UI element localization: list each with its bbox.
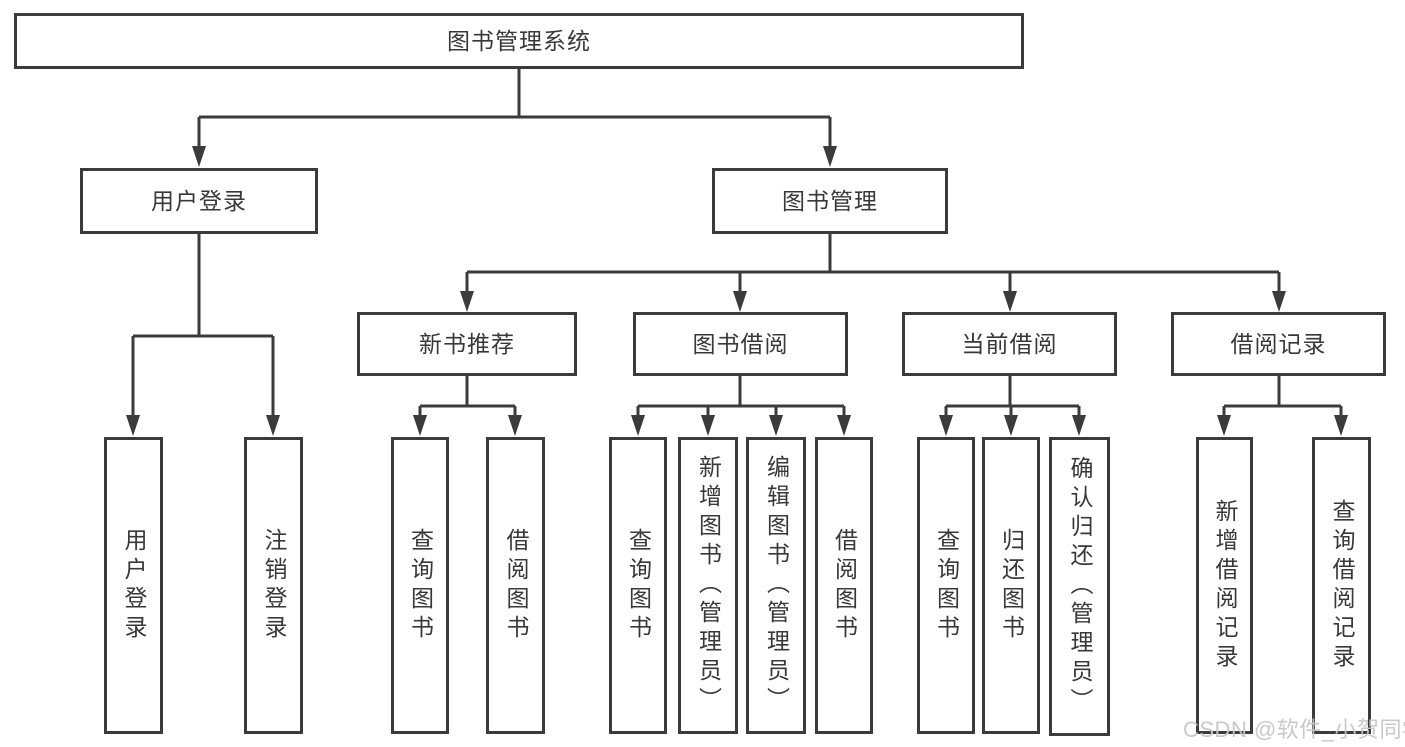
connector-borrowing-records-children	[1217, 376, 1348, 436]
node-borrow-books-recommend: 借阅图书	[486, 437, 545, 734]
node-book-management: 图书管理	[712, 168, 948, 234]
node-return-book: 归还图书	[982, 437, 1040, 734]
node-borrowing-records: 借阅记录	[1171, 312, 1386, 376]
node-query-books-recommend: 查询图书	[391, 437, 449, 734]
node-add-book-admin: 新增图书（管理员）	[678, 437, 738, 734]
node-query-borrow-record: 查询借阅记录	[1312, 437, 1371, 734]
node-user-login: 用户登录	[80, 168, 318, 234]
node-user-login-leaf: 用户登录	[104, 437, 163, 734]
connector-book-management-children	[460, 234, 1286, 312]
node-logout-leaf: 注销登录	[244, 437, 303, 734]
node-borrow-books-borrowing: 借阅图书	[815, 437, 873, 734]
node-add-borrow-record: 新增借阅记录	[1196, 437, 1253, 734]
node-current-borrowing: 当前借阅	[902, 312, 1117, 376]
connector-current-borrowing-children	[939, 376, 1086, 436]
node-query-books-current: 查询图书	[917, 437, 975, 734]
connector-book-borrowing-children	[631, 376, 851, 436]
connector-user-login-children	[126, 234, 280, 436]
csdn-watermark: CSDN @软件_小贺同学	[1183, 717, 1405, 742]
node-query-books-borrowing: 查询图书	[609, 437, 667, 734]
node-confirm-return-admin: 确认归还（管理员）	[1049, 437, 1110, 736]
node-edit-book-admin: 编辑图书（管理员）	[746, 437, 806, 734]
node-new-book-recommend: 新书推荐	[357, 312, 577, 376]
node-book-borrowing: 图书借阅	[633, 312, 848, 376]
connector-new-book-recommend-children	[413, 376, 522, 436]
connector-root-to-level2	[192, 69, 837, 167]
node-library-management-system: 图书管理系统	[14, 13, 1024, 69]
